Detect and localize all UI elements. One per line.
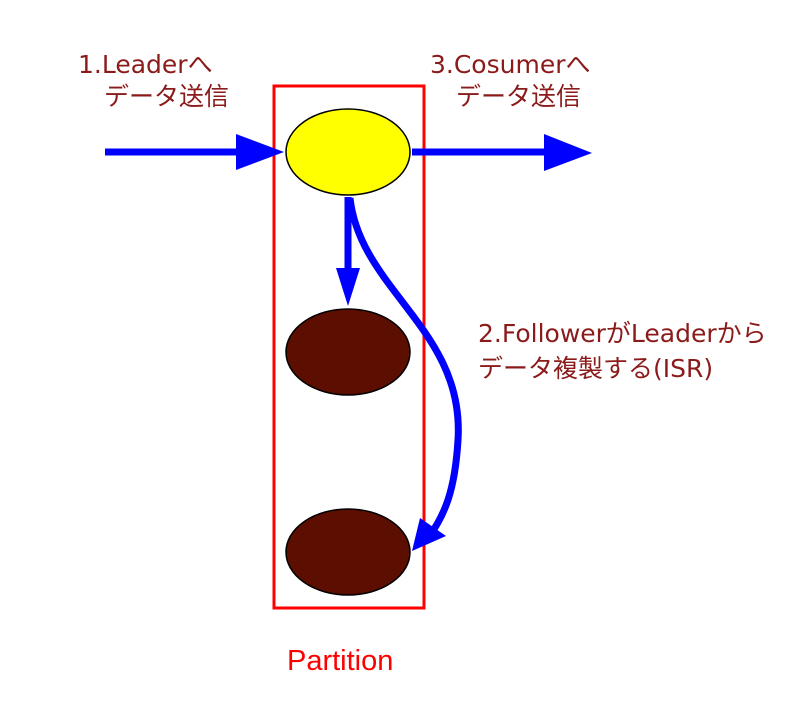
- partition-label: Partition: [287, 645, 394, 677]
- arrow-producer-to-leader: [105, 134, 284, 170]
- label-step1-line2: データ送信: [104, 82, 230, 111]
- leader-node: [285, 108, 411, 196]
- label-step2-line2: データ複製する(ISR): [478, 354, 714, 383]
- arrow-replicate-follower-1: [336, 197, 360, 306]
- arrow-leader-to-consumer: [412, 134, 592, 171]
- label-step2-line1: 2.FollowerがLeaderから: [478, 319, 767, 348]
- follower-node-2: [285, 508, 411, 596]
- label-step3-line2: データ送信: [456, 82, 582, 111]
- label-step3-line1: 3.Cosumerへ: [430, 50, 591, 79]
- follower-node-1: [285, 308, 411, 396]
- arrow-replicate-follower-2: [346, 197, 462, 551]
- partition-box: [272, 84, 426, 610]
- label-step1-line1: 1.Leaderへ: [78, 50, 213, 79]
